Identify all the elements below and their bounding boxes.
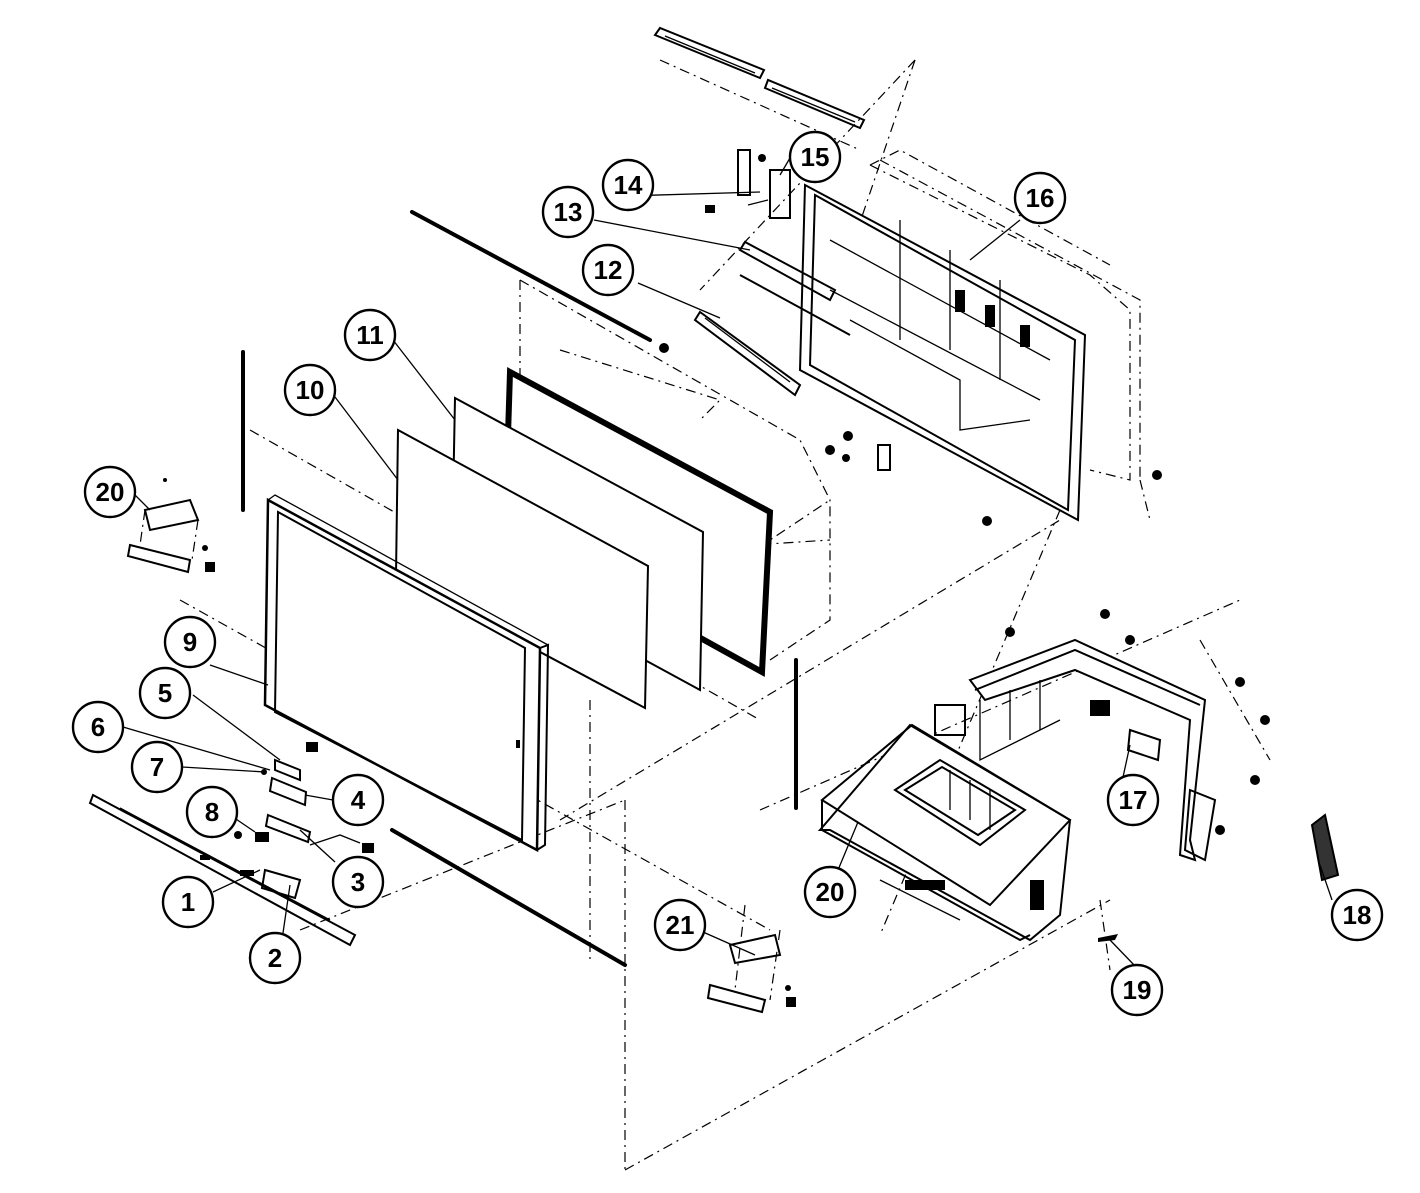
left-stand-bracket (126, 478, 215, 574)
bottom-long-rod (390, 828, 627, 967)
callout-4: 4 (331, 773, 385, 827)
callout-13: 13 (541, 185, 595, 239)
callout-label: 9 (183, 627, 197, 657)
callout-label: 5 (158, 678, 172, 708)
callout-5: 5 (138, 666, 192, 720)
callout-label: 21 (666, 910, 695, 940)
callout-label: 1 (181, 887, 195, 917)
screws (825, 431, 1162, 526)
callout-label: 12 (594, 255, 623, 285)
callout-6: 6 (71, 700, 125, 754)
callout-21: 21 (653, 898, 707, 952)
callout-label: 18 (1343, 900, 1372, 930)
callout-15: 15 (788, 130, 842, 184)
side-cover (1310, 813, 1340, 882)
callout-18: 18 (1330, 888, 1384, 942)
foot-part (1098, 934, 1118, 942)
callout-7: 7 (130, 740, 184, 794)
main-chassis (817, 723, 1072, 942)
callout-3: 3 (331, 855, 385, 909)
rear-cabinet (738, 149, 1131, 522)
callout-11: 11 (343, 308, 397, 362)
callout-label: 16 (1026, 183, 1055, 213)
bottom-front-bar (88, 793, 357, 947)
callout-17: 17 (1106, 773, 1160, 827)
front-bezel (263, 494, 550, 853)
callout-9: 9 (163, 615, 217, 669)
rear-bracket-assembly (934, 609, 1270, 862)
callout-8: 8 (185, 785, 239, 839)
optical-sheet (394, 428, 650, 710)
callout-19: 19 (1110, 963, 1164, 1017)
callout-label: 7 (150, 752, 164, 782)
callout-label: 20 (96, 477, 125, 507)
callout-label: 2 (268, 943, 282, 973)
callout-label: 3 (351, 867, 365, 897)
callouts: 1 2 3 4 5 6 7 8 9 10 11 12 13 14 15 16 1… (71, 130, 1384, 1017)
callout-16: 16 (1013, 171, 1067, 225)
callout-label: 4 (351, 785, 366, 815)
callout-label: 19 (1123, 975, 1152, 1005)
callout-12: 12 (581, 243, 635, 297)
rear-bracket-bar (659, 310, 802, 397)
callout-label: 11 (356, 320, 384, 350)
callout-label: 13 (554, 197, 583, 227)
callout-label: 17 (1119, 785, 1148, 815)
leader-lines (122, 157, 1333, 968)
callout-10: 10 (283, 363, 337, 417)
callout-label: 14 (614, 170, 643, 200)
callout-2: 2 (248, 931, 302, 985)
callout-20-left: 20 (83, 465, 137, 519)
callout-label: 10 (296, 375, 325, 405)
top-frame-rod (410, 210, 652, 342)
control-parts (234, 742, 374, 853)
callout-1: 1 (161, 875, 215, 929)
callout-label: 15 (801, 142, 830, 172)
terminal-parts (705, 149, 791, 219)
callout-label: 8 (205, 797, 219, 827)
top-speaker-bars (653, 26, 866, 130)
callout-label: 20 (816, 877, 845, 907)
callout-label: 6 (91, 712, 105, 742)
callout-20-right: 20 (803, 865, 857, 919)
callout-14: 14 (601, 158, 655, 212)
right-stand-bracket (706, 904, 796, 1014)
